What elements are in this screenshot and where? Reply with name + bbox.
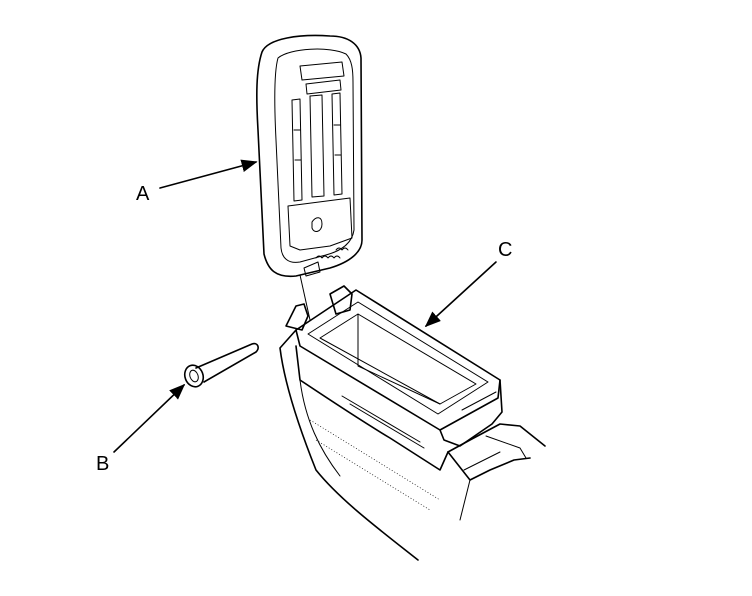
hinge-guide-line xyxy=(299,274,311,321)
console-compartment xyxy=(285,285,503,447)
leader-line-b xyxy=(113,383,186,453)
armrest-lid xyxy=(256,34,363,278)
hinge-pin xyxy=(183,342,259,388)
callout-label-b: B xyxy=(96,453,109,475)
callout-label-a: A xyxy=(136,183,150,205)
console-body xyxy=(279,329,546,561)
callout-label-c: C xyxy=(498,239,512,261)
leader-line-a xyxy=(159,159,258,189)
leader-line-c xyxy=(424,261,497,328)
